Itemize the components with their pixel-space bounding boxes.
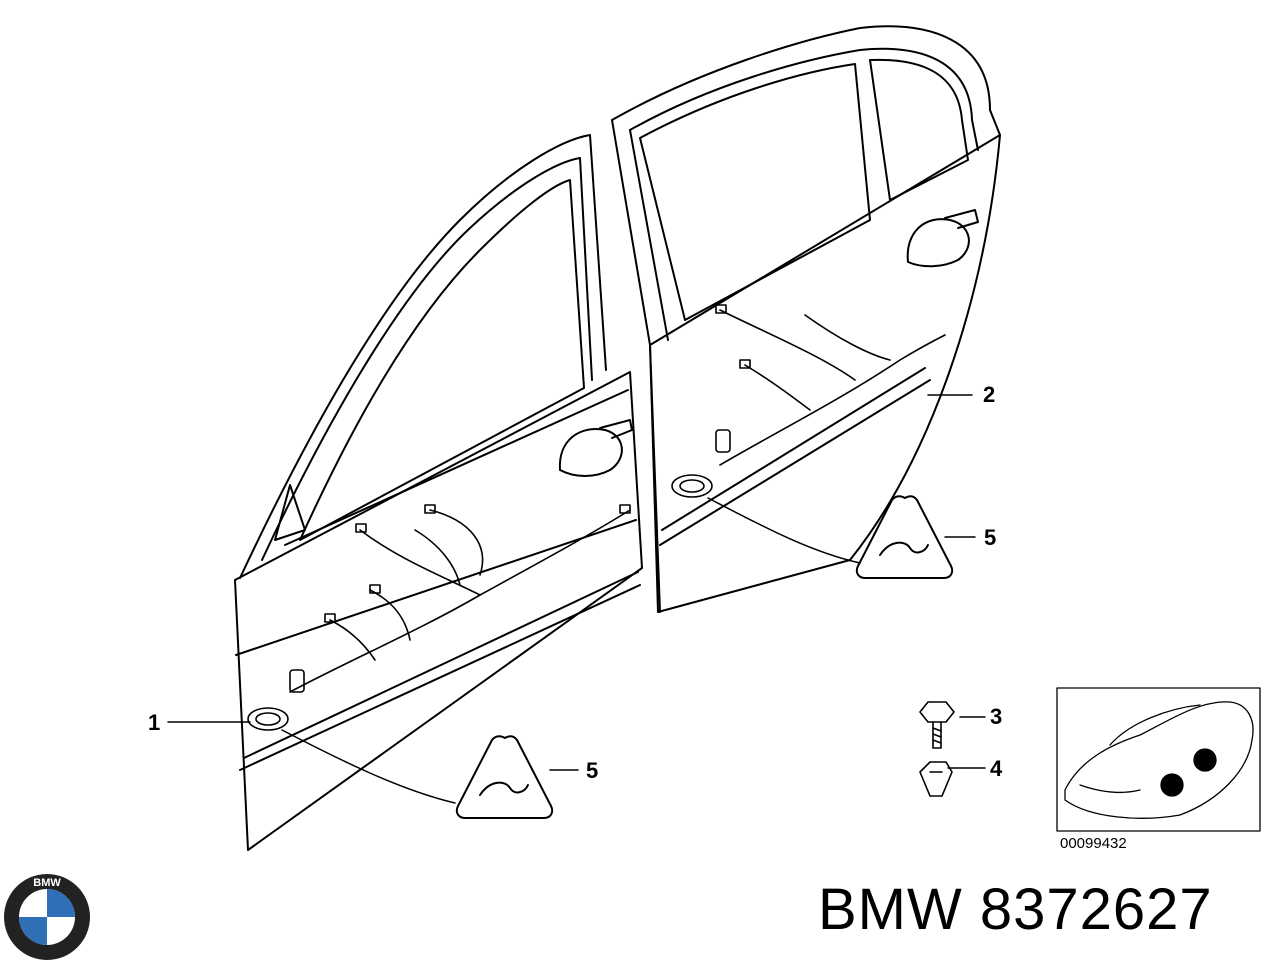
callout-3: 3: [990, 704, 1002, 729]
front-door: [234, 134, 643, 851]
clip-nut-part: [919, 761, 953, 797]
callout-4: 4: [990, 756, 1003, 781]
bmw-logo-icon: BMW: [4, 874, 90, 960]
front-door-wiring-harness: [247, 504, 631, 731]
callout-2: 2: [983, 382, 995, 407]
warning-triangle-front: [455, 735, 554, 819]
bolt-part: [919, 701, 955, 749]
car-locator-inset: [1056, 687, 1261, 832]
part-caption: BMW 8372627: [818, 877, 1213, 942]
warning-triangle-rear: [855, 495, 954, 579]
callout-1: 1: [148, 710, 160, 735]
bmw-logo-letters: BMW: [33, 877, 61, 889]
callout-5-rear: 5: [984, 525, 996, 550]
rear-door: [611, 25, 1001, 613]
callout-leader-lines: [167, 394, 986, 804]
callout-5-front: 5: [586, 758, 598, 783]
rear-door-wiring-harness: [671, 304, 946, 498]
inset-reference-number: 00099432: [1060, 835, 1127, 852]
